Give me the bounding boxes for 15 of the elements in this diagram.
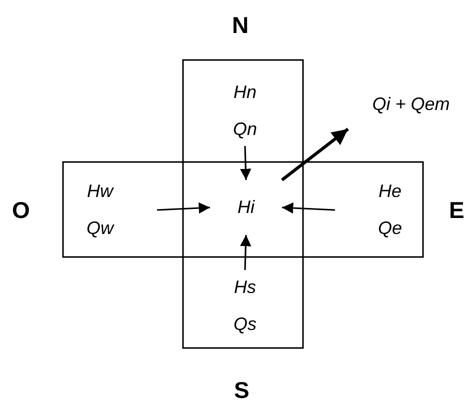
arrow (240, 146, 252, 180)
arrow (282, 202, 336, 214)
variable-label: Qi + Qem (371, 93, 451, 116)
arrow (156, 202, 210, 214)
variable-label: Hs Qs (232, 276, 258, 336)
arrow (240, 234, 252, 270)
direction-letter: E (449, 199, 464, 222)
direction-letter: O (12, 199, 30, 222)
direction-letter: N (232, 14, 249, 37)
variable-label: Hi (236, 196, 256, 219)
direction-letter: S (234, 379, 250, 402)
arrow (281, 128, 349, 182)
variable-label: He Qe (376, 180, 403, 240)
variable-label: Hn Qn (232, 80, 258, 140)
variable-label: Hw Qw (86, 180, 116, 240)
